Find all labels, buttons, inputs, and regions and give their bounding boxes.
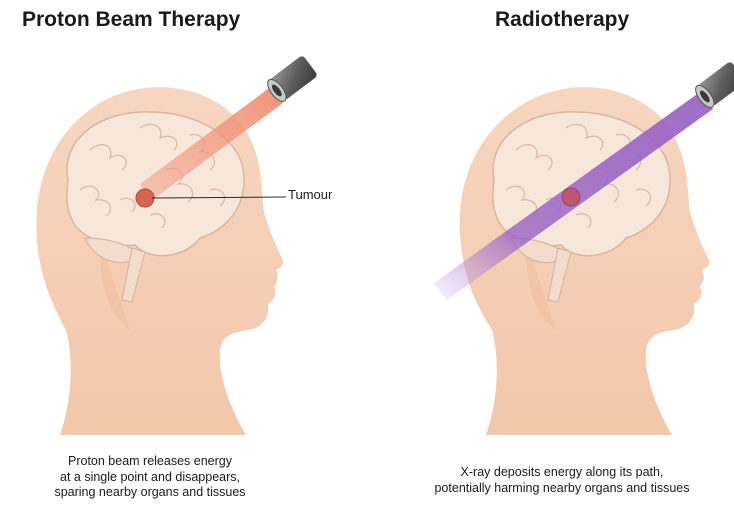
radiotherapy-caption: X-ray deposits energy along its path, po…: [390, 465, 734, 496]
panel-title-radiotherapy: Radiotherapy: [495, 8, 629, 32]
proton-caption: Proton beam releases energy at a single …: [5, 454, 295, 501]
panel-title-proton: Proton Beam Therapy: [22, 8, 240, 32]
left-tumour: [136, 189, 154, 207]
right-tumour: [562, 188, 580, 206]
radiotherapy-caption-line: potentially harming nearby organs and ti…: [390, 481, 734, 497]
tumour-label: Tumour: [288, 187, 332, 202]
proton-caption-line: Proton beam releases energy: [5, 454, 295, 470]
proton-caption-line: sparing nearby organs and tissues: [5, 485, 295, 501]
left-head: [36, 87, 283, 435]
radiotherapy-caption-line: X-ray deposits energy along its path,: [390, 465, 734, 481]
proton-caption-line: at a single point and disappears,: [5, 470, 295, 486]
